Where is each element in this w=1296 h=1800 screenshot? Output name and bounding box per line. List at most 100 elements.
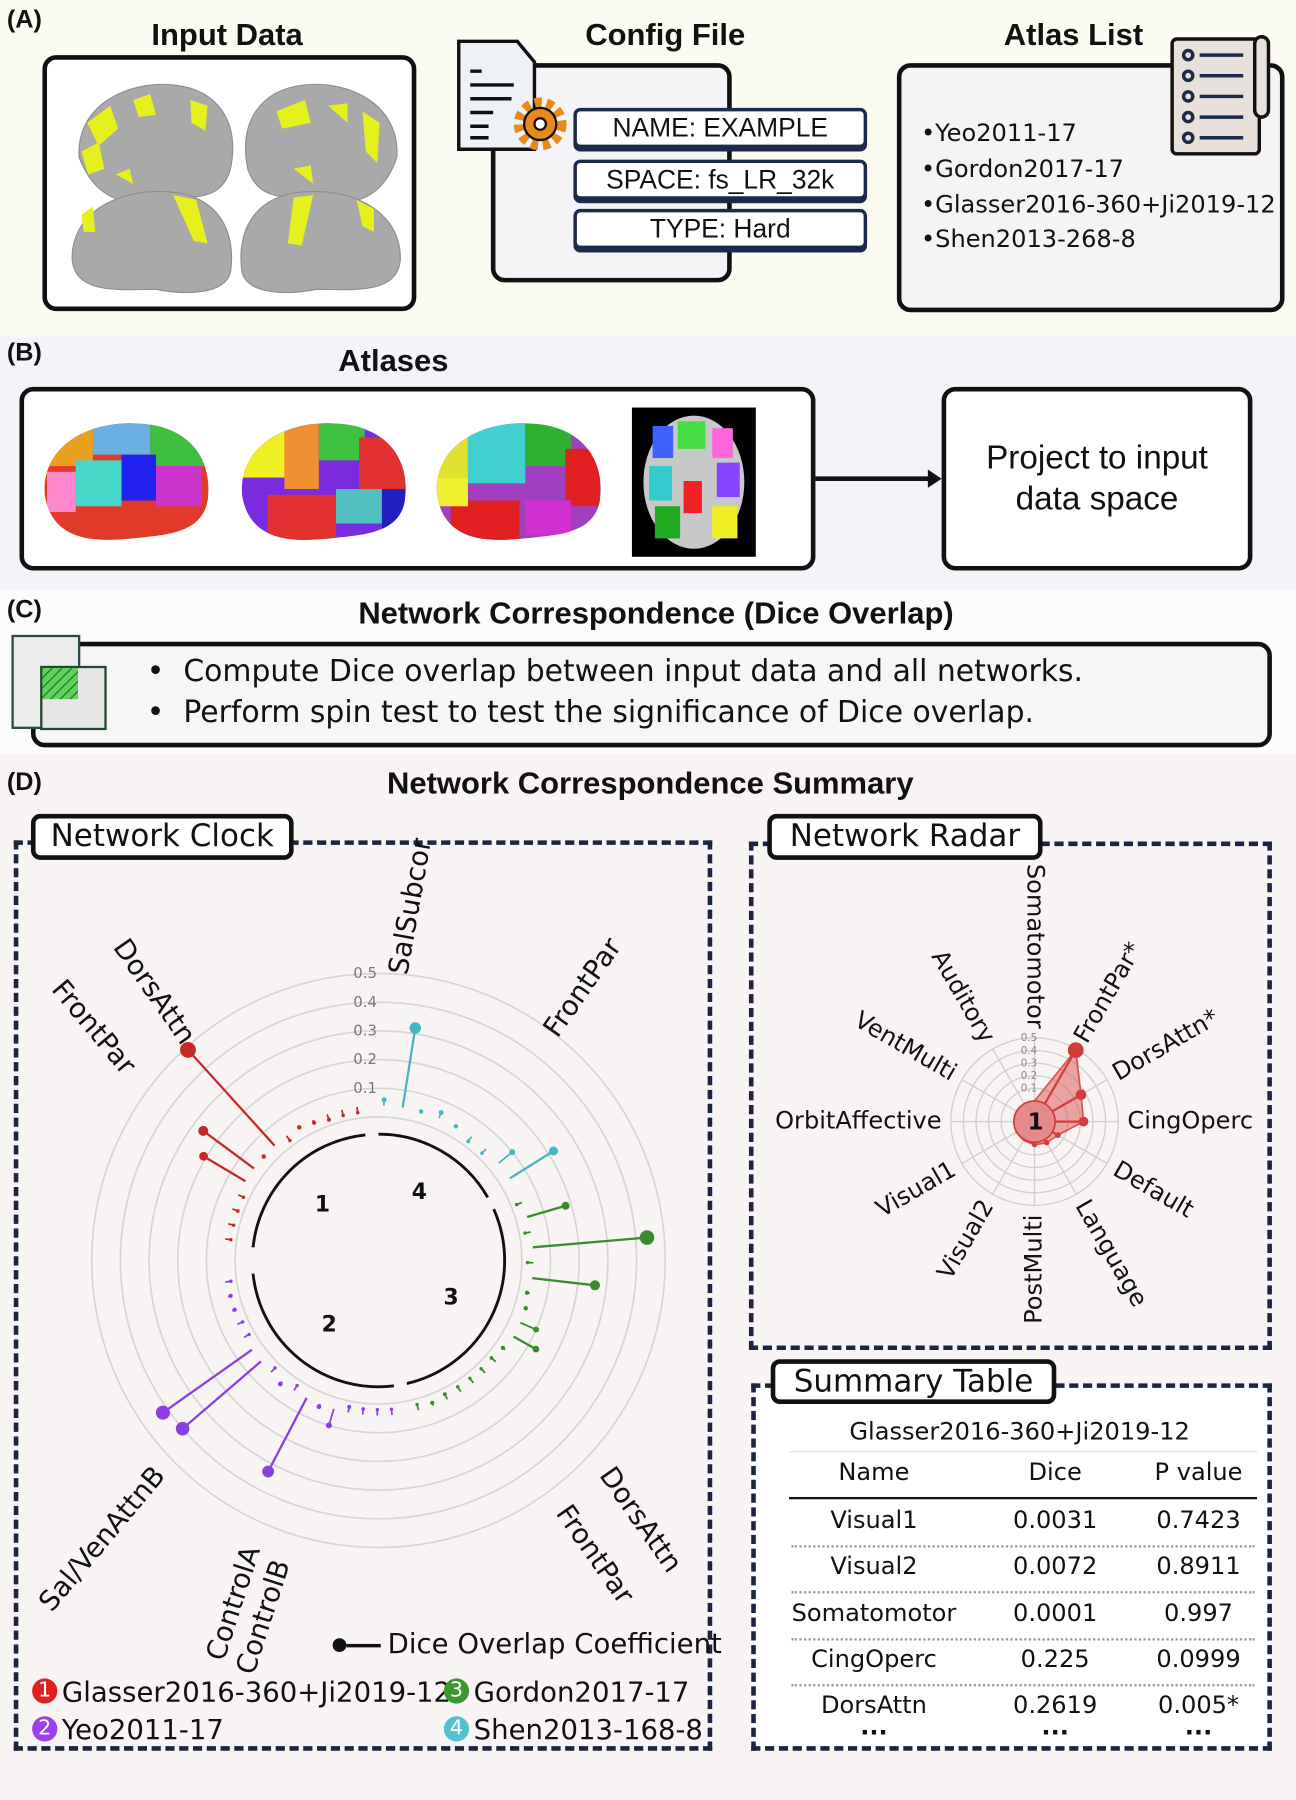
- clock-grid-ring: [176, 1058, 581, 1463]
- clock-lollipop: [438, 1110, 444, 1119]
- clock-segment-arc: [251, 1273, 395, 1389]
- radar-point: [1054, 1132, 1061, 1138]
- input-data-box: [42, 55, 417, 312]
- clock-lollipop: [270, 1366, 277, 1373]
- clock-lollipop: [468, 1376, 475, 1384]
- table-cell: ...: [1184, 1712, 1213, 1741]
- clock-lollipop: [325, 1408, 335, 1429]
- panel-label-b: (B): [6, 337, 42, 367]
- clock-tick-label: 0.4: [353, 993, 377, 1011]
- clock-lollipop: [227, 1222, 236, 1227]
- atlas-item: •Yeo2011-17: [920, 119, 1077, 147]
- summary-table-label: Summary Table: [770, 1359, 1057, 1405]
- clock-lollipop: [198, 1125, 255, 1170]
- summary-title: Network Correspondence Summary: [386, 765, 914, 801]
- legend-dice-marker: Dice Overlap Coefficient: [332, 1628, 722, 1660]
- dice-overlap-title: Network Correspondence (Dice Overlap): [358, 595, 954, 631]
- clock-lollipop: [523, 1306, 529, 1311]
- radar-tick-label: 0.2: [1021, 1070, 1037, 1082]
- clock-segment-number: 1: [315, 1193, 330, 1218]
- series-number-badge: 3: [443, 1678, 470, 1704]
- radar-category-label: Default: [1108, 1155, 1198, 1223]
- clock-lollipop: [526, 1201, 570, 1219]
- atlas-images: [44, 407, 756, 557]
- clock-lollipop: [175, 1360, 262, 1436]
- series-number-badge: 1: [32, 1678, 58, 1704]
- list-scroll-icon: [1170, 35, 1271, 156]
- overlap-squares-icon: [11, 634, 107, 731]
- clock-lollipop: [430, 1400, 435, 1406]
- table-cell: ...: [860, 1712, 888, 1741]
- table-cell: 0.2619: [1013, 1691, 1098, 1719]
- clock-segment-arc: [251, 1133, 366, 1248]
- clock-lollipop: [262, 1397, 308, 1478]
- column-header-dice: Dice: [1028, 1457, 1082, 1486]
- table-cell: ...: [1041, 1712, 1069, 1741]
- gear-icon: [513, 97, 567, 151]
- project-label-line2: data space: [1015, 481, 1179, 518]
- radar-point: [1075, 1089, 1087, 1101]
- network-radar-label: Network Radar: [767, 813, 1043, 860]
- clock-lollipop: [479, 1366, 486, 1374]
- clock-lollipop: [180, 1041, 276, 1147]
- table-cell: 0.005*: [1158, 1691, 1240, 1719]
- clock-lollipop: [231, 1307, 237, 1312]
- radar-category-label: CingOperc: [1127, 1107, 1253, 1135]
- atlas-item: •Glasser2016-360+Ji2019-12: [920, 190, 1276, 219]
- input-brain-surfaces: [71, 83, 401, 294]
- table-cell: 0.0072: [1013, 1552, 1098, 1580]
- legend-text: Yeo2011-17: [61, 1713, 224, 1747]
- bullet-text: Perform spin test to test the significan…: [183, 695, 1035, 731]
- network-clock-panel: [13, 840, 713, 1751]
- panel-label-a: (A): [6, 4, 42, 34]
- clock-lollipop: [237, 1320, 245, 1326]
- radar-category-label: VentMulti: [850, 1006, 962, 1087]
- panel-label-d: (D): [6, 766, 42, 796]
- bullet-text: Compute Dice overlap between input data …: [183, 654, 1084, 689]
- table-cell: 0.0999: [1156, 1645, 1241, 1673]
- table-title: Glasser2016-360+Ji2019-12: [849, 1417, 1190, 1446]
- table-cell: DorsAttn: [820, 1691, 927, 1719]
- series-number-badge: 2: [32, 1716, 58, 1742]
- clock-lollipop: [225, 1238, 233, 1242]
- table-cell: Somatomotor: [791, 1599, 957, 1627]
- clock-grid-ring: [119, 1001, 638, 1520]
- clock-label-dorsattn-glasser: DorsAttn: [107, 933, 203, 1051]
- clock-segment-number: 4: [412, 1180, 427, 1205]
- bullet-2: • Perform spin test to test the signific…: [146, 695, 1035, 731]
- clock-lollipop: [466, 1136, 473, 1144]
- clock-label-frontpar-shen: FrontPar: [537, 931, 628, 1043]
- radar-category-label: Visual2: [931, 1195, 999, 1285]
- legend-text: Gordon2017-17: [473, 1676, 690, 1709]
- config-field-name: NAME: EXAMPLE: [573, 107, 868, 149]
- arrow-icon: [815, 469, 942, 488]
- input-data-title: Input Data: [151, 17, 303, 52]
- bullet-1: • Compute Dice overlap between input dat…: [146, 654, 1084, 689]
- radar-point: [1078, 1116, 1089, 1127]
- network-clock-label: Network Clock: [30, 813, 294, 860]
- radar-point: [1067, 1042, 1084, 1059]
- clock-lollipop: [401, 1022, 422, 1108]
- clock-lollipop: [356, 1106, 360, 1115]
- radar-center-label: 1: [1028, 1110, 1044, 1136]
- series-number-badge: 4: [443, 1716, 470, 1742]
- radar-category-label: OrbitAffective: [775, 1107, 941, 1135]
- clock-lollipop: [442, 1392, 449, 1400]
- project-label-line1: Project to input: [986, 439, 1208, 477]
- clock-segment-arc: [378, 1132, 489, 1199]
- clock-lollipop: [456, 1385, 462, 1393]
- clock-lollipop: [237, 1194, 246, 1199]
- clock-lollipop: [512, 1335, 540, 1353]
- clock-lollipop: [453, 1124, 459, 1129]
- clock-tick-label: 0.2: [353, 1050, 377, 1068]
- atlases-title: Atlases: [338, 343, 449, 378]
- brain-medial-left: [71, 190, 233, 294]
- clock-lollipop: [261, 1154, 266, 1159]
- radar-hub: [1012, 1100, 1057, 1144]
- radar-point: [1031, 1142, 1038, 1148]
- radar-category-label: PostMulti: [1020, 1215, 1048, 1324]
- radar-tick-label: 0.5: [1021, 1032, 1037, 1044]
- atlas-list-title: Atlas List: [1003, 17, 1144, 52]
